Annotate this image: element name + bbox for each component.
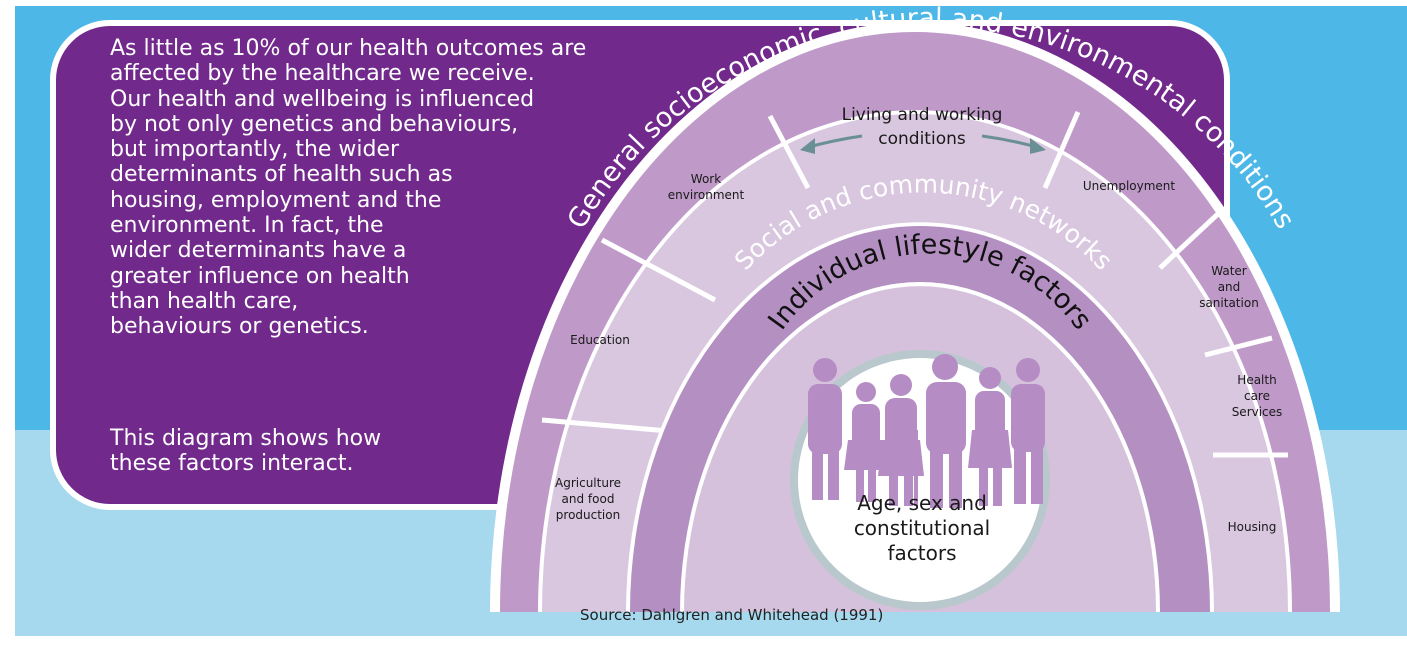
intro-paragraph: As little as 10% of our health outcomes … xyxy=(110,36,587,340)
segment-agriculture-line2: and food xyxy=(562,492,615,506)
segment-dividers xyxy=(541,111,1288,458)
arrow-right-head-icon xyxy=(1030,138,1046,154)
segment-labels: Agriculture and food production Educatio… xyxy=(555,172,1282,534)
segment-water-line2: and xyxy=(1218,280,1241,294)
core-label-line1: Age, sex and xyxy=(857,491,987,515)
top-border xyxy=(15,0,1407,6)
core-label: Age, sex and constitutional factors xyxy=(854,491,990,565)
core-label-line2: constitutional xyxy=(854,516,990,540)
living-working-group: Living and working conditions xyxy=(800,105,1046,154)
living-working-line2: conditions xyxy=(878,129,966,149)
segment-agriculture-line1: Agriculture xyxy=(555,476,621,490)
arrow-left-head-icon xyxy=(800,138,815,154)
segment-unemployment: Unemployment xyxy=(1083,179,1176,193)
segment-health-line2: care xyxy=(1244,389,1270,403)
segment-water-line1: Water xyxy=(1211,264,1247,278)
segment-health-line1: Health xyxy=(1237,373,1276,387)
bottom-border xyxy=(15,636,1407,649)
core-label-line3: factors xyxy=(887,541,956,565)
segment-work-line1: Work xyxy=(691,172,721,186)
segment-agriculture-line3: production xyxy=(556,508,620,522)
segment-housing: Housing xyxy=(1228,520,1277,534)
people-figures-icon xyxy=(808,354,1045,508)
intro-paragraph-2: This diagram shows how these factors int… xyxy=(110,426,382,477)
segment-health-line3: Services xyxy=(1232,405,1283,419)
segment-education: Education xyxy=(570,333,630,347)
living-working-line1: Living and working xyxy=(842,105,1003,125)
segment-water-line3: sanitation xyxy=(1199,296,1259,310)
segment-work-line2: environment xyxy=(668,188,745,202)
source-citation: Source: Dahlgren and Whitehead (1991) xyxy=(580,606,884,624)
left-margin xyxy=(0,0,15,649)
